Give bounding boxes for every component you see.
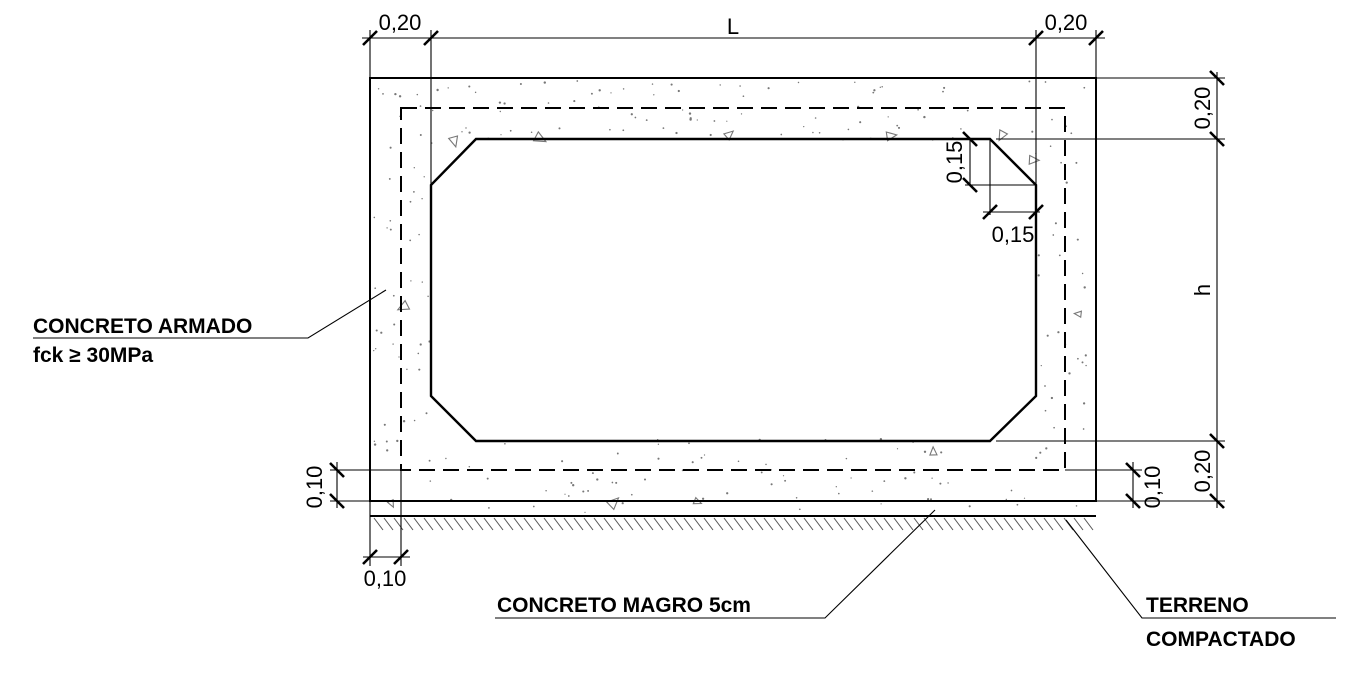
outer-box-outline <box>369 77 1097 502</box>
label-reinforced-concrete-line1: CONCRETO ARMADO <box>33 315 252 338</box>
label-reinforced-concrete: CONCRETO ARMADO fck ≥ 30MPa <box>33 289 387 367</box>
dim-chamfer-horizontal: 0,15 <box>992 222 1035 247</box>
bottom-left-cover-dimensions <box>329 462 410 566</box>
chamfer-dimensions <box>962 131 1044 220</box>
label-compacted-soil-line2: COMPACTADO <box>1146 628 1296 651</box>
dim-top-slab: 0,20 <box>1190 87 1215 130</box>
reinforcement-dashed-line <box>400 107 1066 471</box>
label-compacted-soil: TERRENO COMPACTADO <box>1065 519 1336 651</box>
inner-opening-outline <box>429 137 1038 443</box>
top-dimension-chain <box>362 30 1105 185</box>
soil-hatch <box>373 517 1094 531</box>
label-lean-concrete-text: CONCRETO MAGRO 5cm <box>497 594 751 617</box>
dim-bottom-slab: 0,20 <box>1190 450 1215 493</box>
dim-chamfer-vertical: 0,15 <box>942 141 967 184</box>
dim-wall-left: 0,20 <box>379 10 422 35</box>
dim-cover-bottom-left: 0,10 <box>302 466 327 509</box>
label-compacted-soil-line1: TERRENO <box>1146 594 1249 617</box>
bottom-right-cover-dimensions <box>1065 462 1142 509</box>
dim-cover-side: 0,10 <box>364 566 407 591</box>
right-dimension-chain <box>996 70 1225 509</box>
concrete-texture <box>373 80 1087 514</box>
dim-span-L: L <box>727 14 739 39</box>
dim-wall-right: 0,20 <box>1045 10 1088 35</box>
dim-height-h: h <box>1190 284 1215 296</box>
label-lean-concrete: CONCRETO MAGRO 5cm <box>495 509 936 619</box>
label-reinforced-concrete-line2: fck ≥ 30MPa <box>33 344 153 367</box>
dim-cover-bottom-right: 0,10 <box>1140 466 1165 509</box>
